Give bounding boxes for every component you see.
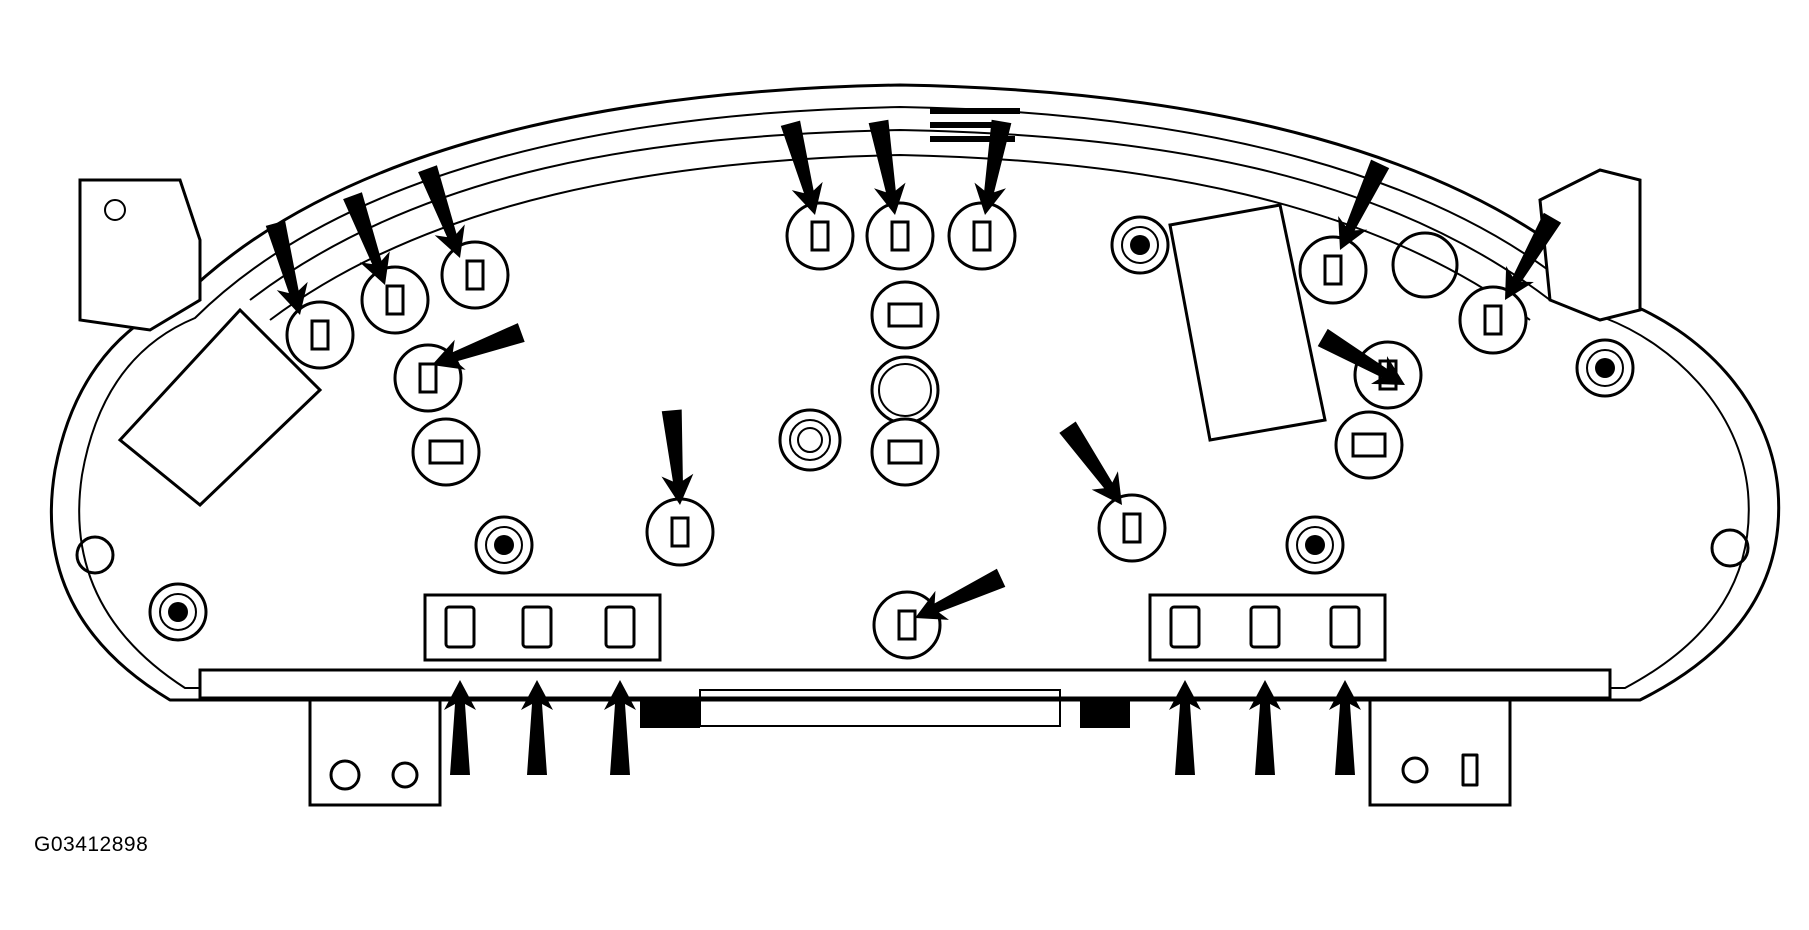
arrow-icon [343, 192, 390, 285]
bottom-connector-left [640, 698, 700, 728]
left-clip [75, 535, 115, 575]
bottom-rail [198, 668, 1612, 700]
socket-icon [865, 201, 935, 271]
screw-icon [474, 515, 534, 575]
socket-icon [1458, 285, 1528, 355]
arrow-icon [1505, 212, 1562, 300]
arrow-icon [1329, 680, 1361, 775]
arrow-icon [1059, 421, 1122, 505]
arrow-icon [418, 165, 465, 258]
strip-sockets [444, 605, 1361, 649]
indicator-arrows [265, 119, 1562, 775]
top-mark [930, 108, 1020, 114]
arrow-icon [661, 409, 694, 505]
arrow-icon [521, 680, 553, 775]
left-module-plate [117, 307, 323, 507]
socket-icon [1329, 605, 1361, 649]
bottom-left-tab-hole [329, 759, 361, 791]
socket-icon [1298, 235, 1368, 305]
socket-icon [444, 605, 476, 649]
socket-icon [785, 201, 855, 271]
top-mark-3 [930, 136, 1015, 142]
center-ring [870, 355, 940, 425]
socket-icon [1169, 605, 1201, 649]
top-mark-2 [930, 122, 1000, 128]
bottom-right-tab-slot [1461, 753, 1479, 787]
right-clip [1710, 528, 1750, 568]
socket-icon [1334, 410, 1404, 480]
socket-icon [285, 300, 355, 370]
arrow-icon [1249, 680, 1281, 775]
arrow-icon [444, 680, 476, 775]
socket-icon [360, 265, 430, 335]
figure-id-label: G03412898 [34, 833, 149, 856]
screw-icon [1575, 338, 1635, 398]
bottom-right-tab-hole [1401, 756, 1429, 784]
bottom-left-tab-hole-2 [391, 761, 419, 789]
arrow-icon [915, 568, 1006, 620]
cluster-housing [49, 83, 1781, 807]
socket-icon [411, 417, 481, 487]
arrow-icon [432, 323, 525, 370]
socket-icon [947, 201, 1017, 271]
socket-icon [1249, 605, 1281, 649]
arrow-icon [1338, 159, 1390, 250]
bulb-sockets [285, 201, 1528, 660]
arrow-icon [868, 119, 906, 215]
arrow-icon [604, 680, 636, 775]
arrow-icon [1317, 328, 1405, 385]
right-mounting-bracket [1538, 168, 1642, 322]
socket-icon [521, 605, 553, 649]
socket-icon [870, 280, 940, 350]
socket-icon [645, 497, 715, 567]
mounting-screws [148, 215, 1635, 642]
arrow-icon [780, 120, 823, 215]
socket-icon [870, 417, 940, 487]
left-mounting-bracket [78, 178, 202, 332]
arrow-icon [974, 119, 1012, 215]
arrow-icon [1169, 680, 1201, 775]
housing-outer-rim [49, 83, 1781, 702]
socket-icon [604, 605, 636, 649]
housing-inner-rim [78, 105, 1750, 689]
left-bracket-hole [104, 199, 126, 221]
screw-icon [148, 582, 208, 642]
bottom-connector-right [1080, 698, 1130, 728]
bottom-left-tab [308, 698, 442, 807]
bottom-right-tab [1368, 698, 1512, 807]
socket-icon [440, 240, 510, 310]
screw-icon [778, 408, 842, 472]
screw-icon [1110, 215, 1170, 275]
socket-icon [1097, 493, 1167, 563]
display-label-plate [1168, 203, 1327, 442]
blank-socket-right [1391, 231, 1459, 299]
arrow-icon [265, 220, 308, 315]
screw-icon [1285, 515, 1345, 575]
